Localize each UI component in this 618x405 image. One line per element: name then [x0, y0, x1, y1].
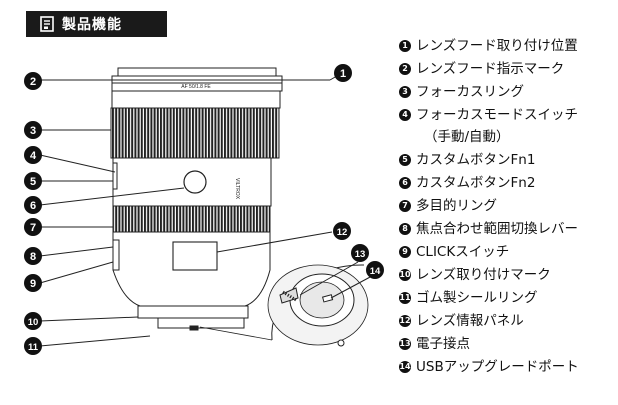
parts-legend: 1 レンズフード取り付け位置 2 レンズフード指示マーク 3 フォーカスリング …	[399, 37, 614, 381]
legend-number: 11	[399, 292, 411, 304]
svg-text:8: 8	[30, 251, 36, 263]
legend-number: 6	[399, 177, 411, 189]
callout-14: 14	[366, 261, 384, 279]
focus-mode-switch-body	[112, 162, 118, 190]
legend-number: 3	[399, 86, 411, 98]
svg-text:14: 14	[370, 266, 381, 277]
rubber-seal-ring	[137, 305, 249, 319]
legend-number: 1	[399, 40, 411, 52]
multi-function-ring	[112, 205, 271, 233]
legend-item-9: 9 CLICKスイッチ	[399, 243, 614, 266]
svg-text:12: 12	[337, 227, 348, 238]
svg-text:3: 3	[30, 125, 36, 137]
legend-item-3: 3 フォーカスリング	[399, 83, 614, 106]
callout-8: 8	[24, 247, 42, 265]
legend-label: レンズ情報パネル	[416, 313, 524, 329]
legend-number: 4	[399, 109, 411, 121]
legend-label: フォーカスモードスイッチ	[416, 107, 578, 123]
callout-markers: 1 2 3 4 5 6 7 8 9 10 11 12 13 14	[24, 64, 384, 355]
callout-3: 3	[24, 121, 42, 139]
mount-base	[157, 317, 245, 329]
legend-label: カスタムボタンFn2	[416, 175, 536, 191]
callout-4: 4	[24, 146, 42, 164]
callout-7: 7	[24, 218, 42, 236]
callout-2: 2	[24, 72, 42, 90]
document-icon	[40, 16, 54, 32]
callout-5: 5	[24, 172, 42, 190]
lens-brand-text: VILTROX	[234, 178, 240, 200]
legend-number: 2	[399, 63, 411, 75]
legend-label: 焦点合わせ範囲切換レバー	[416, 221, 578, 237]
legend-number: 12	[399, 315, 411, 327]
svg-text:4: 4	[30, 150, 37, 162]
svg-text:10: 10	[28, 317, 39, 328]
legend-item-13: 13 電子接点	[399, 335, 614, 358]
svg-text:2: 2	[30, 76, 36, 88]
svg-text:6: 6	[30, 200, 36, 212]
mount-closeup	[199, 264, 369, 347]
legend-number: 14	[399, 361, 411, 373]
front-barrel-band	[111, 90, 281, 109]
legend-number: 7	[399, 200, 411, 212]
legend-label: レンズ取り付けマーク	[416, 267, 551, 283]
legend-label: レンズフード指示マーク	[416, 61, 565, 77]
legend-item-4: 4 フォーカスモードスイッチ （手動/自動）	[399, 106, 614, 151]
legend-label: 電子接点	[416, 336, 470, 352]
legend-item-14: 14 USBアップグレードポート	[399, 358, 614, 381]
legend-number: 8	[399, 223, 411, 235]
legend-item-6: 6 カスタムボタンFn2	[399, 174, 614, 197]
section-title: 製品機能	[62, 17, 122, 33]
svg-text:1: 1	[340, 68, 346, 80]
legend-item-10: 10 レンズ取り付けマーク	[399, 266, 614, 289]
legend-label: フォーカスリング	[416, 84, 524, 100]
callout-1: 1	[334, 64, 352, 82]
svg-text:13: 13	[355, 249, 366, 260]
leader-lines	[39, 72, 373, 347]
svg-text:11: 11	[28, 342, 39, 353]
callout-6: 6	[24, 196, 42, 214]
svg-text:9: 9	[30, 278, 36, 290]
lens-info-panel	[172, 241, 218, 271]
callout-9: 9	[24, 274, 42, 292]
svg-text:7: 7	[30, 222, 36, 234]
svg-text:5: 5	[30, 176, 36, 188]
legend-item-11: 11 ゴム製シールリング	[399, 289, 614, 312]
legend-number: 10	[399, 269, 411, 281]
legend-label: レンズフード取り付け位置	[416, 38, 578, 54]
legend-item-2: 2 レンズフード指示マーク	[399, 60, 614, 83]
fn2-button	[183, 170, 207, 194]
legend-label: カスタムボタンFn1	[416, 152, 536, 168]
lens-diagram: AF 50/1.8 FE VILTROX 1 2 3 4 5 6	[24, 64, 384, 355]
callout-13: 13	[351, 244, 369, 262]
focus-ring	[110, 107, 280, 159]
lens-illustration	[110, 67, 283, 331]
lens-model-text: AF 50/1.8 FE	[181, 84, 211, 90]
legend-item-8: 8 焦点合わせ範囲切換レバー	[399, 220, 614, 243]
callout-12: 12	[333, 222, 351, 240]
legend-label: ゴム製シールリング	[416, 290, 538, 306]
hood-mount-ring	[117, 67, 277, 77]
section-header: 製品機能	[26, 11, 167, 37]
legend-sublabel: （手動/自動）	[424, 129, 510, 145]
focus-limit-lever-body	[112, 239, 120, 271]
legend-item-1: 1 レンズフード取り付け位置	[399, 37, 614, 60]
legend-label: CLICKスイッチ	[416, 244, 510, 260]
legend-number: 9	[399, 246, 411, 258]
legend-number: 13	[399, 338, 411, 350]
legend-item-12: 12 レンズ情報パネル	[399, 312, 614, 335]
legend-item-5: 5 カスタムボタンFn1	[399, 151, 614, 174]
mount-pin	[189, 325, 199, 331]
callout-11: 11	[24, 337, 42, 355]
legend-item-7: 7 多目的リング	[399, 197, 614, 220]
legend-number: 5	[399, 154, 411, 166]
legend-label: 多目的リング	[416, 198, 497, 214]
callout-10: 10	[24, 312, 42, 330]
legend-label: USBアップグレードポート	[416, 359, 579, 375]
